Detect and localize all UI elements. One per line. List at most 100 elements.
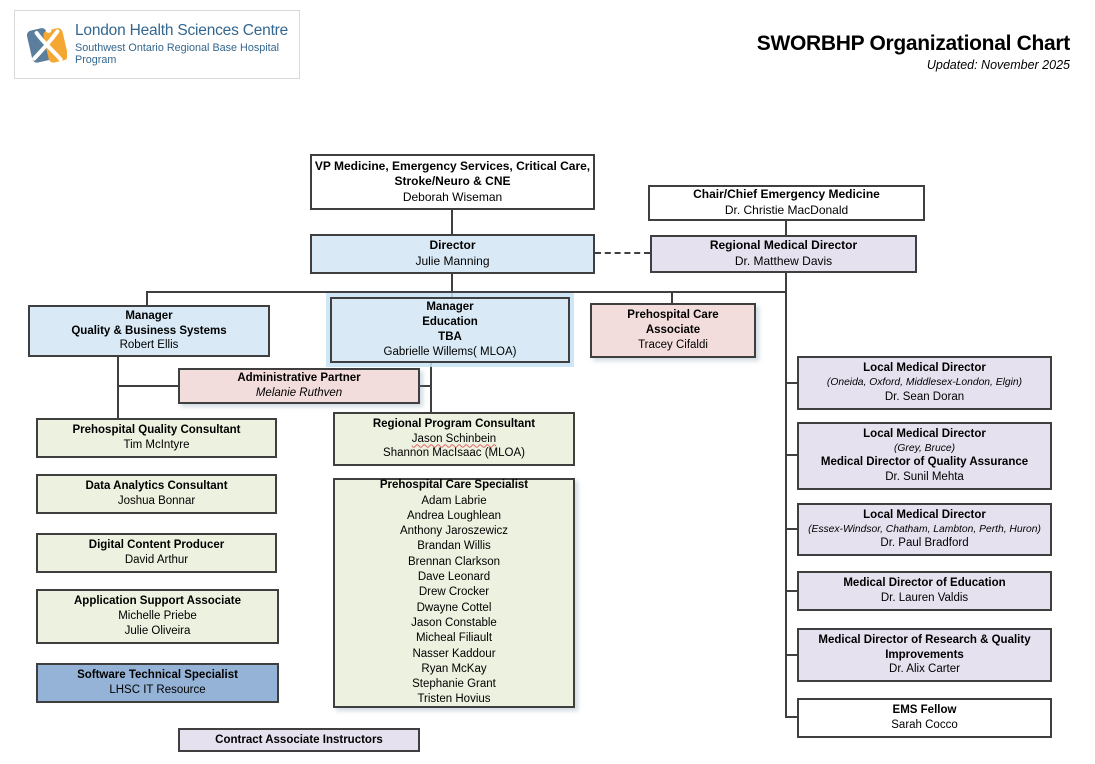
person-name: Sarah Cocco — [891, 719, 958, 731]
connector-director-down — [451, 274, 453, 292]
person-name: Dwayne Cottel — [416, 601, 492, 614]
person-name: Brandan Willis — [417, 540, 491, 553]
box-manager-education: Manager Education TBA Gabrielle Willems(… — [330, 297, 570, 363]
role-title: Local Medical Director — [863, 427, 986, 440]
box-manager-quality-business: Manager Quality & Business Systems Rober… — [28, 305, 270, 357]
role-title: Administrative Partner — [237, 372, 361, 385]
person-name: Tim McIntyre — [123, 439, 190, 451]
role-title: Medical Director of Research & Quality I… — [818, 633, 1031, 661]
person-name: Jason Schinbein — [411, 432, 497, 445]
box-local-medical-director-3: Local Medical Director (Essex-Windsor, C… — [797, 503, 1052, 556]
region-label: (Grey, Bruce) — [893, 442, 956, 454]
region-label: (Oneida, Oxford, Middlesex-London, Elgin… — [826, 377, 1023, 389]
person-name: Tristen Hovius — [417, 693, 491, 706]
person-name: Adam Labrie — [421, 494, 487, 507]
person-name: Andrea Loughlean — [407, 509, 501, 522]
role-title: Regional Program Consultant — [372, 417, 536, 430]
box-digital-content-producer: Digital Content Producer David Arthur — [36, 533, 277, 573]
connector-vp-director — [451, 210, 453, 234]
connector-right-spine — [785, 273, 787, 718]
person-name: LHSC IT Resource — [109, 684, 206, 696]
role-title: Quality & Business Systems — [71, 324, 227, 337]
box-director: Director Julie Manning — [310, 234, 595, 274]
person-name: Dr. Paul Bradford — [880, 537, 969, 550]
role-title: Medical Director of Education — [843, 577, 1006, 590]
box-prehospital-care-associate: Prehospital Care Associate Tracey Cifald… — [590, 303, 756, 358]
person-name: Melanie Ruthven — [255, 387, 343, 399]
connector-mgre-down — [430, 363, 432, 412]
person-name: Drew Crocker — [418, 586, 490, 599]
person-name: Dr. Sunil Mehta — [885, 471, 964, 484]
person-name: Michelle Priebe — [118, 610, 197, 623]
role-title: Software Technical Specialist — [77, 669, 238, 682]
role-title: Local Medical Director — [863, 362, 986, 375]
box-chair-chief-em: Chair/Chief Emergency Medicine Dr. Chris… — [648, 185, 925, 221]
person-name: Micheal Filiault — [415, 632, 493, 645]
box-medical-director-education: Medical Director of Education Dr. Lauren… — [797, 571, 1052, 611]
role-title: Manager — [125, 309, 173, 322]
person-name: Shannon MacIsaac (MLOA) — [383, 447, 525, 460]
logo-org-name: London Health Sciences Centre — [75, 22, 289, 40]
box-local-medical-director-1: Local Medical Director (Oneida, Oxford, … — [797, 356, 1052, 410]
box-contract-associate-instructors: Contract Associate Instructors — [178, 728, 420, 752]
person-name: Dr. Sean Doran — [884, 390, 965, 403]
role-title: Prehospital Care Specialist — [379, 479, 529, 492]
connector-ap-right — [420, 385, 432, 387]
person-name: Jason Constable — [411, 616, 497, 629]
role-title: Local Medical Director — [863, 508, 986, 521]
person-name: Nasser Kaddour — [412, 647, 496, 660]
person-name: Joshua Bonnar — [117, 495, 196, 507]
role-title: Regional Medical Director — [709, 238, 858, 253]
role-title: VP Medicine, Emergency Services, Critica… — [314, 158, 591, 189]
lhsc-logo-box: London Health Sciences Centre Southwest … — [14, 10, 300, 79]
box-regional-program-consultant: Regional Program Consultant Jason Schinb… — [333, 412, 575, 466]
person-name: Ryan McKay — [421, 662, 487, 675]
role-title: Education — [422, 316, 478, 329]
person-name: Julie Manning — [415, 254, 490, 268]
connector-stub-lmd1 — [785, 382, 797, 384]
person-name: Anthony Jaroszewicz — [399, 525, 509, 538]
connector-stub-manager-quality — [146, 291, 148, 305]
role-title: Contract Associate Instructors — [215, 733, 383, 746]
role-title: Chair/Chief Emergency Medicine — [693, 187, 880, 202]
connector-stub-mde — [785, 590, 797, 592]
person-name: Brennan Clarkson — [407, 555, 501, 568]
role-title: Application Support Associate — [74, 595, 241, 608]
box-local-medical-director-2: Local Medical Director (Grey, Bruce) Med… — [797, 422, 1052, 490]
person-name: Deborah Wiseman — [402, 189, 503, 204]
region-label: (Essex-Windsor, Chatham, Lambton, Perth,… — [808, 523, 1041, 535]
box-ems-fellow: EMS Fellow Sarah Cocco — [797, 698, 1052, 738]
connector-stub-lmd3 — [785, 528, 797, 530]
logo-program-name: Southwest Ontario Regional Base Hospital… — [75, 42, 280, 67]
person-name: Dr. Christie MacDonald — [724, 203, 849, 217]
connector-stub-manager-education — [451, 291, 453, 299]
document-title-block: SWORBHP Organizational Chart Updated: No… — [757, 32, 1071, 72]
connector-stub-mdr — [785, 654, 797, 656]
person-name: Dr. Lauren Valdis — [880, 592, 969, 604]
connector-stub-lmd2 — [785, 454, 797, 456]
connector-director-rmd-dashed — [595, 252, 650, 254]
person-name: Stephanie Grant — [412, 678, 496, 691]
person-name: Gabrielle Willems( MLOA) — [383, 345, 517, 358]
box-vp-medicine: VP Medicine, Emergency Services, Critica… — [310, 154, 595, 210]
role-title: TBA — [438, 331, 462, 343]
connector-distribution — [146, 291, 787, 293]
role-title: Director — [429, 238, 476, 253]
person-name: Dave Leonard — [417, 571, 491, 584]
connector-stub-pca — [671, 291, 673, 303]
role-title: Digital Content Producer — [88, 539, 225, 552]
person-name: Dr. Alix Carter — [889, 663, 960, 676]
updated-date: Updated: November 2025 — [926, 58, 1070, 72]
role-title: Data Analytics Consultant — [85, 480, 228, 493]
person-name: Tracey Cifaldi — [638, 338, 708, 351]
person-name: David Arthur — [124, 554, 189, 566]
role-title: EMS Fellow — [892, 704, 957, 717]
role-title: Associate — [645, 324, 701, 337]
connector-mgrq-down — [117, 357, 119, 418]
box-regional-medical-director: Regional Medical Director Dr. Matthew Da… — [650, 235, 917, 273]
connector-chair-rmd — [785, 221, 787, 235]
person-name: Dr. Matthew Davis — [734, 254, 833, 268]
box-administrative-partner: Administrative Partner Melanie Ruthven — [178, 368, 420, 404]
